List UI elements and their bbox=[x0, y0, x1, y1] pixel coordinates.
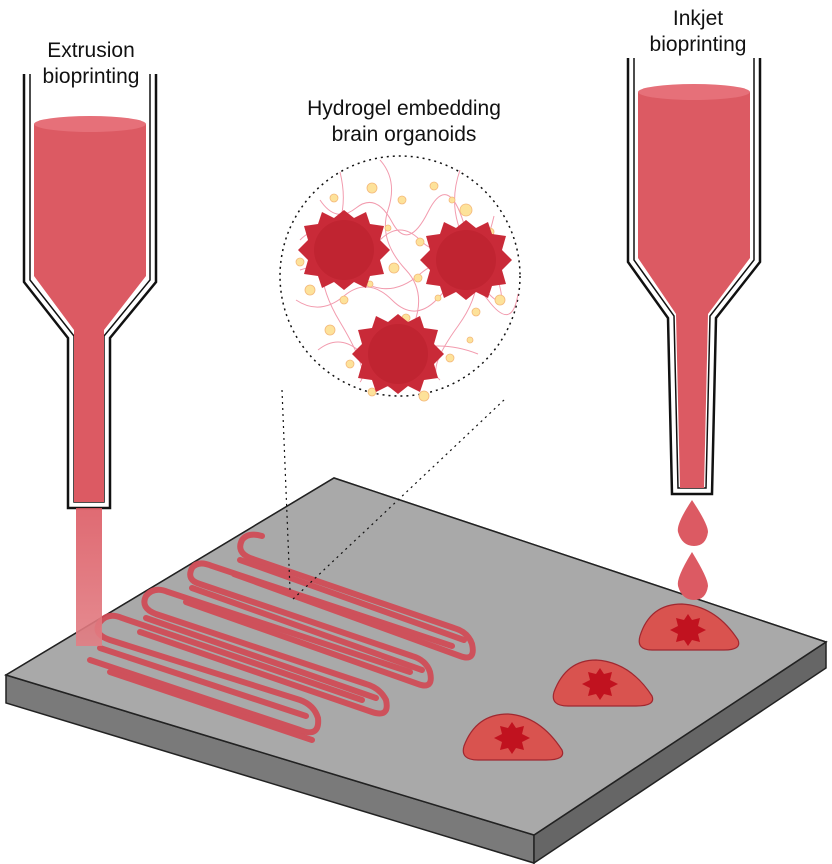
extrusion-nozzle-icon bbox=[22, 74, 158, 646]
organoid-icon bbox=[670, 614, 706, 646]
extrusion-stream bbox=[76, 508, 102, 646]
deposited-domes bbox=[462, 603, 740, 761]
organoid-icon bbox=[494, 722, 530, 754]
organoids-zoomed bbox=[298, 210, 512, 394]
inkjet-bioink bbox=[638, 87, 750, 488]
magnifier-lines bbox=[281, 389, 505, 601]
droplets bbox=[677, 500, 708, 600]
inkjet-label-line-1: Inkjet bbox=[672, 7, 724, 30]
hydrogel-organoids-label: Hydrogel embedding brain organoids bbox=[284, 96, 524, 148]
magnifier-circle-icon bbox=[279, 155, 521, 402]
extrusion-bioink bbox=[34, 119, 146, 502]
organoid-icon bbox=[582, 668, 618, 700]
inkjet-nozzle-icon bbox=[626, 58, 762, 496]
hydrogel-label-line-1: Hydrogel embedding bbox=[307, 97, 501, 120]
extrusion-label-line-2: bioprinting bbox=[42, 65, 140, 88]
droplet-icon bbox=[677, 500, 708, 546]
extrusion-bioprinting-label: Extrusion bioprinting bbox=[18, 38, 164, 90]
inkjet-label-line-2: bioprinting bbox=[649, 33, 747, 56]
extrusion-label-line-1: Extrusion bbox=[47, 39, 135, 62]
inkjet-bioprinting-label: Inkjet bioprinting bbox=[628, 6, 768, 58]
droplet-icon bbox=[677, 552, 708, 600]
hydrogel-label-line-2: brain organoids bbox=[331, 123, 477, 146]
printed-filament bbox=[87, 531, 476, 743]
gel-particles bbox=[295, 181, 506, 402]
